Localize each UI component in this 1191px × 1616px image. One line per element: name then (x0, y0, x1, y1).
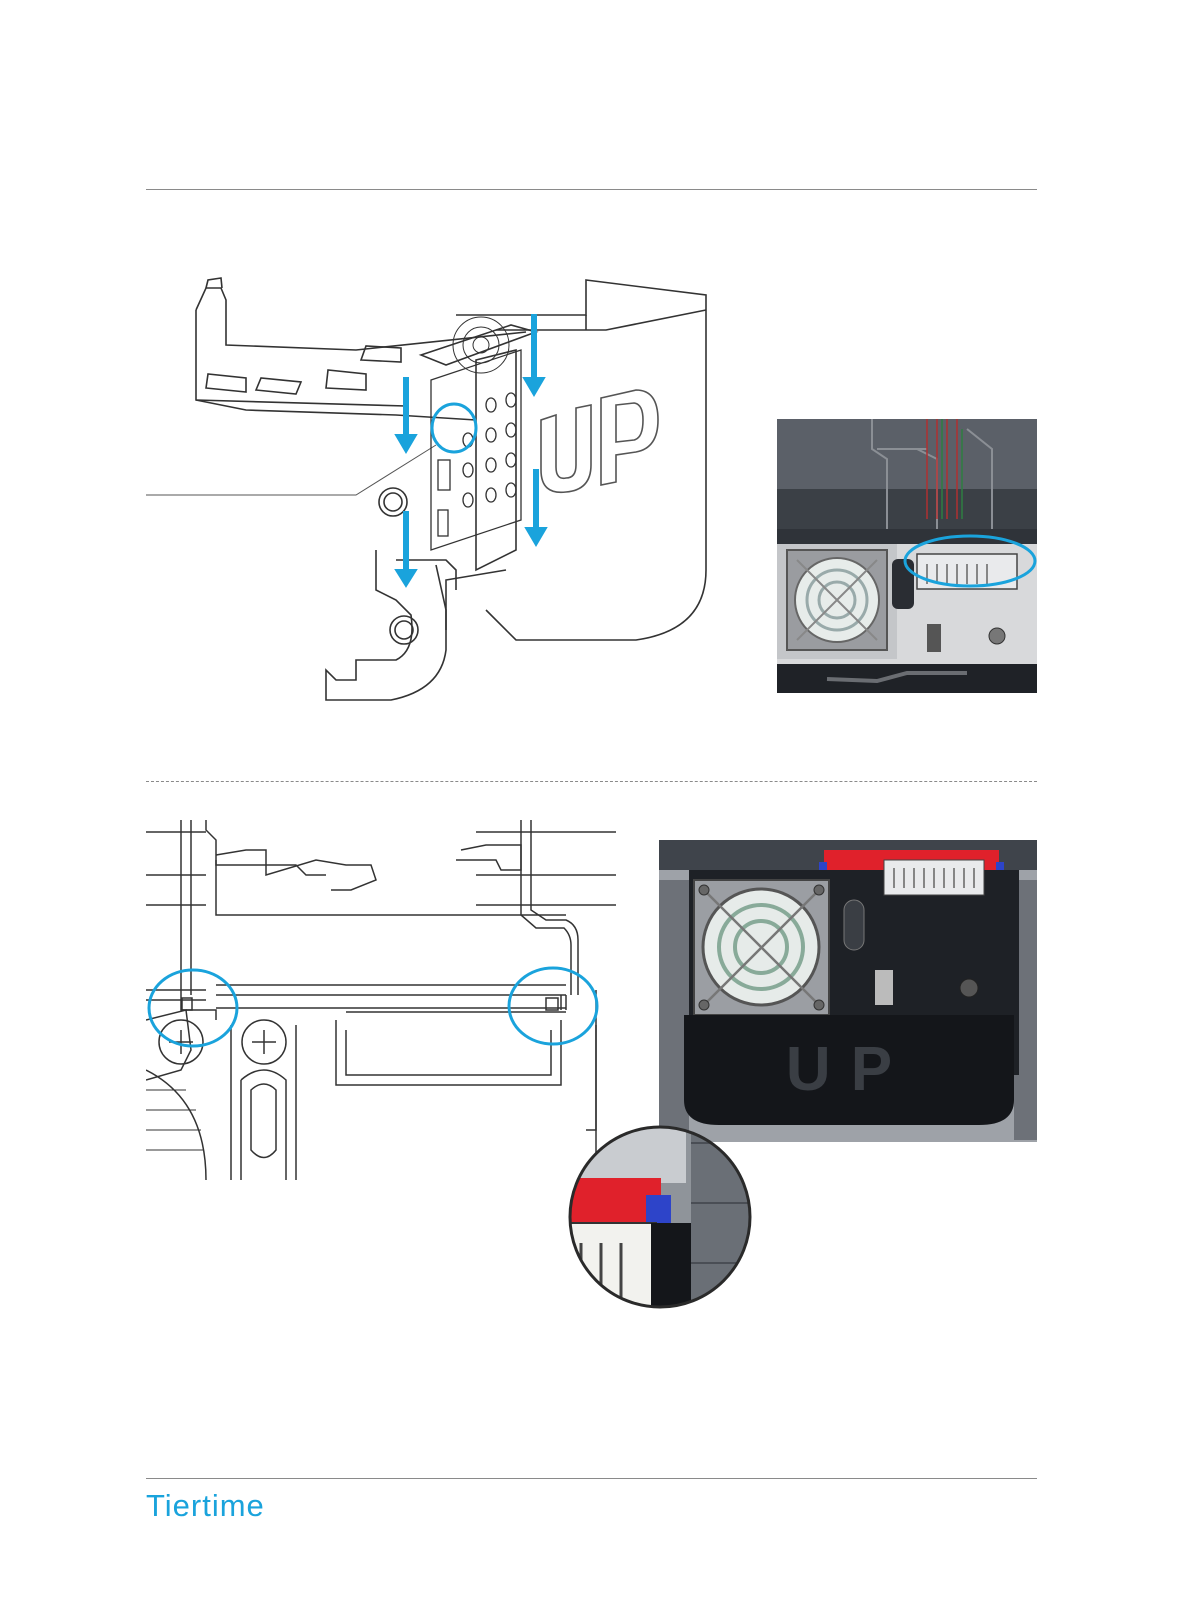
section-divider (146, 781, 1037, 782)
magnified-detail-inset (566, 1123, 754, 1311)
up-logo: UP (786, 1035, 912, 1104)
brand-logo: Tiertime (146, 1488, 265, 1524)
extruder-front-render: UP (659, 840, 1037, 1142)
up-logo-outline: UP (544, 489, 546, 491)
clip-alignment-diagram (146, 820, 626, 1180)
footer-rule (146, 1478, 1037, 1479)
extruder-insertion-diagram: UP (146, 270, 746, 730)
connector-detail-render (777, 419, 1037, 693)
header-rule (146, 189, 1037, 190)
